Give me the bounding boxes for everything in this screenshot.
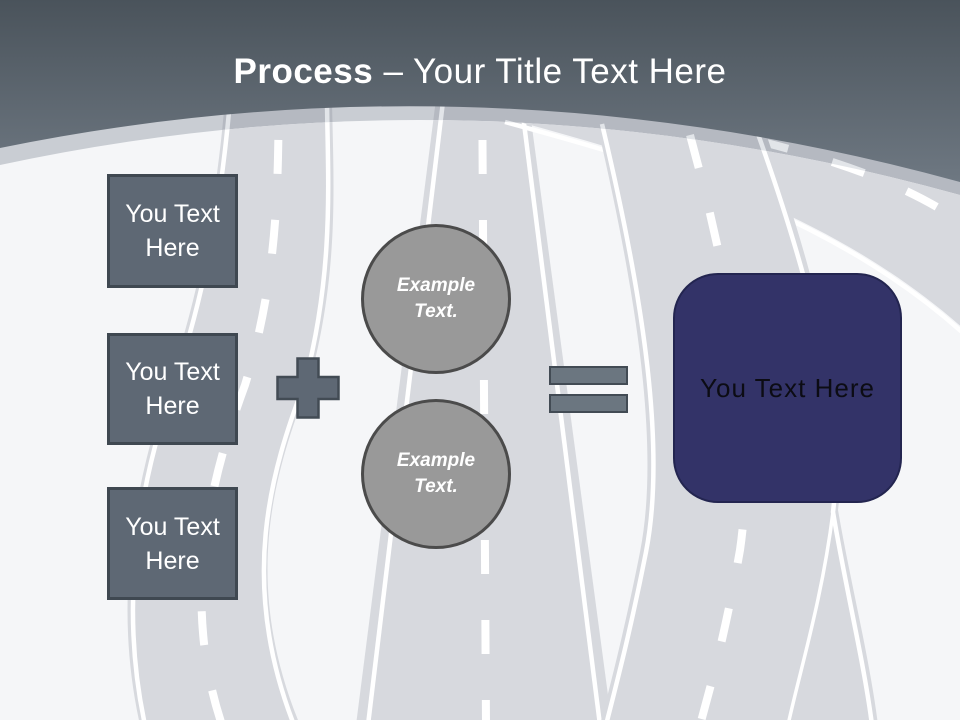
slide-title: Process – Your Title Text Here xyxy=(0,52,960,92)
title-emphasis: Process xyxy=(233,52,374,91)
result-box-label: You Text Here xyxy=(700,372,875,403)
equals-bar-bottom xyxy=(549,394,628,413)
text-box-3[interactable]: You Text Here xyxy=(107,487,238,600)
text-box-3-label: You Text Here xyxy=(125,512,220,575)
equals-bar-top xyxy=(549,366,628,385)
equals-icon xyxy=(549,366,628,413)
text-box-1-label: You Text Here xyxy=(125,200,220,262)
plus-icon xyxy=(276,357,340,424)
example-circle-1[interactable]: Example Text. xyxy=(361,224,511,374)
text-box-2-label: You Text Here xyxy=(125,358,220,420)
header-arc xyxy=(0,0,960,182)
example-circle-2[interactable]: Example Text. xyxy=(361,399,511,549)
example-circle-1-label: Example Text. xyxy=(396,275,476,322)
result-box[interactable]: You Text Here xyxy=(673,273,902,503)
text-box-1[interactable]: You Text Here xyxy=(107,174,238,288)
title-rest: Your Title Text Here xyxy=(413,52,727,91)
example-circle-2-label: Example Text. xyxy=(396,450,476,497)
title-separator: – xyxy=(383,52,404,91)
text-box-2[interactable]: You Text Here xyxy=(107,333,238,445)
